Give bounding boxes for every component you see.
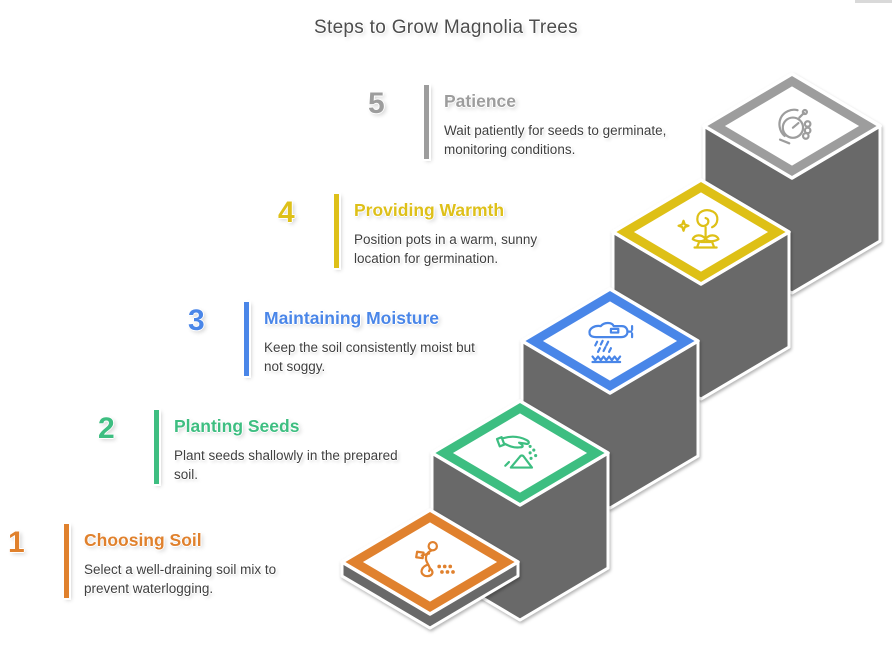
step-description: Wait patiently for seeds to germinate, m…	[444, 123, 667, 157]
step-platform-4	[611, 178, 791, 401]
step-number: 3	[188, 304, 205, 337]
step-description: Position pots in a warm, sunny location …	[354, 232, 538, 266]
step-number: 5	[368, 87, 385, 120]
step-color-bar	[244, 302, 249, 376]
hand-planting-seeds-icon	[495, 435, 538, 469]
step-description: Keep the soil consistently moist but not…	[264, 340, 475, 374]
step-number: 4	[278, 196, 295, 229]
step-title: Choosing Soil	[84, 530, 202, 550]
stopwatch-hand-icon	[778, 108, 812, 145]
step-diamond-face	[633, 192, 769, 272]
step-title: Patience	[444, 91, 516, 111]
step-title: Planting Seeds	[174, 416, 300, 436]
step-number: 2	[98, 412, 115, 445]
seed-sowing-person-icon	[415, 540, 455, 578]
step-color-bar	[424, 85, 429, 159]
step-title: Providing Warmth	[354, 200, 505, 220]
step-description: Select a well-draining soil mix to preve…	[84, 562, 277, 596]
top-right-artifact	[855, 0, 892, 3]
step-color-bar	[154, 410, 159, 484]
warm-plant-icon	[677, 209, 720, 249]
step-description: Plant seeds shallowly in the prepared so…	[174, 448, 398, 482]
step-diamond-face	[542, 301, 678, 381]
step-color-bar	[334, 194, 339, 268]
step-diamond-face	[362, 522, 498, 602]
step-number: 1	[8, 526, 25, 559]
page-title: Steps to Grow Magnolia Trees	[314, 17, 578, 38]
step-color-bar	[64, 524, 69, 598]
step-title: Maintaining Moisture	[264, 308, 439, 328]
watering-plane-icon	[588, 321, 634, 364]
step-platform-1	[340, 508, 520, 630]
step-diamond-face	[452, 413, 588, 493]
step-platform-5	[702, 72, 882, 295]
step-diamond-face	[724, 86, 860, 166]
